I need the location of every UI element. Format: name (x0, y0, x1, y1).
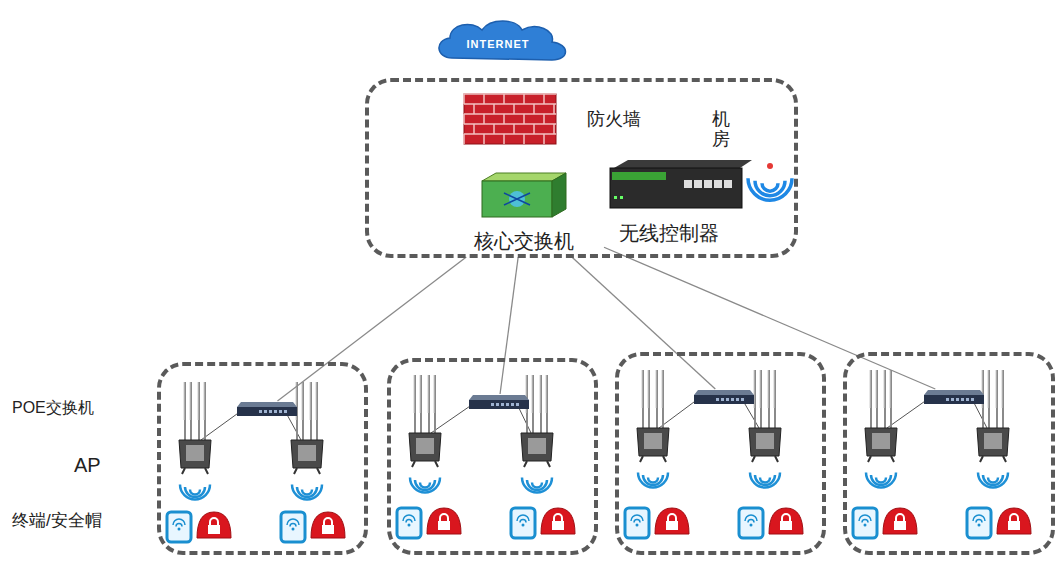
core-switch: 核心交换机 (444, 169, 604, 257)
ap-device (977, 370, 1009, 488)
safety-helmet (541, 508, 575, 534)
internet-cloud: INTERNET (432, 16, 572, 66)
tablet-terminal (397, 508, 421, 538)
ap-device (521, 375, 553, 493)
network-link (500, 257, 518, 394)
ap-device (179, 382, 211, 500)
firewall-icon (459, 90, 559, 150)
safety-helmet (427, 508, 461, 534)
row-label: 终端/安全帽 (12, 509, 102, 532)
poe-switch (694, 389, 754, 405)
poe-switch-icon (924, 389, 984, 405)
network-link (277, 257, 466, 401)
safety-helmet (197, 512, 231, 538)
safety-helmet (311, 512, 345, 538)
ap-device (865, 370, 897, 488)
tablet-terminal (167, 512, 191, 542)
safety-helmet (883, 508, 917, 534)
controller-icon (602, 144, 797, 214)
poe-switch (237, 401, 297, 417)
wireless-controller: 无线控制器 (602, 144, 797, 254)
network-link (604, 247, 935, 389)
poe-switch (469, 394, 529, 410)
safety-helmet (769, 508, 803, 534)
tablet-terminal (511, 508, 535, 538)
ap-area (843, 352, 1055, 555)
ap-device (749, 370, 781, 488)
ap-device (409, 375, 441, 493)
poe-switch-icon (469, 394, 529, 410)
node-text: 无线控制器 (619, 220, 719, 247)
tablet-terminal (853, 508, 877, 538)
safety-helmet (997, 508, 1031, 534)
ap-area (157, 362, 368, 555)
node-text: 核心交换机 (474, 228, 574, 257)
machine-room-area: 机房 防火墙核心交换机 无线控制器 (365, 78, 798, 258)
node-text: 机房 (712, 110, 730, 150)
row-label: POE交换机 (12, 398, 94, 419)
core-switch-icon (444, 169, 604, 224)
tablet-terminal (625, 508, 649, 538)
firewall: 防火墙 (459, 90, 684, 150)
tablet-terminal (281, 512, 305, 542)
row-label: AP (74, 454, 101, 477)
ap-device (637, 370, 669, 488)
ap-area (615, 352, 826, 555)
node-text: INTERNET (467, 38, 530, 50)
node-text: 防火墙 (587, 107, 641, 131)
poe-switch (924, 389, 984, 405)
tablet-terminal (739, 508, 763, 538)
ap-device (291, 382, 323, 500)
poe-switch-icon (694, 389, 754, 405)
safety-helmet (655, 508, 689, 534)
poe-switch-icon (237, 401, 297, 417)
network-link (572, 257, 715, 389)
ap-area (387, 358, 598, 555)
tablet-terminal (967, 508, 991, 538)
